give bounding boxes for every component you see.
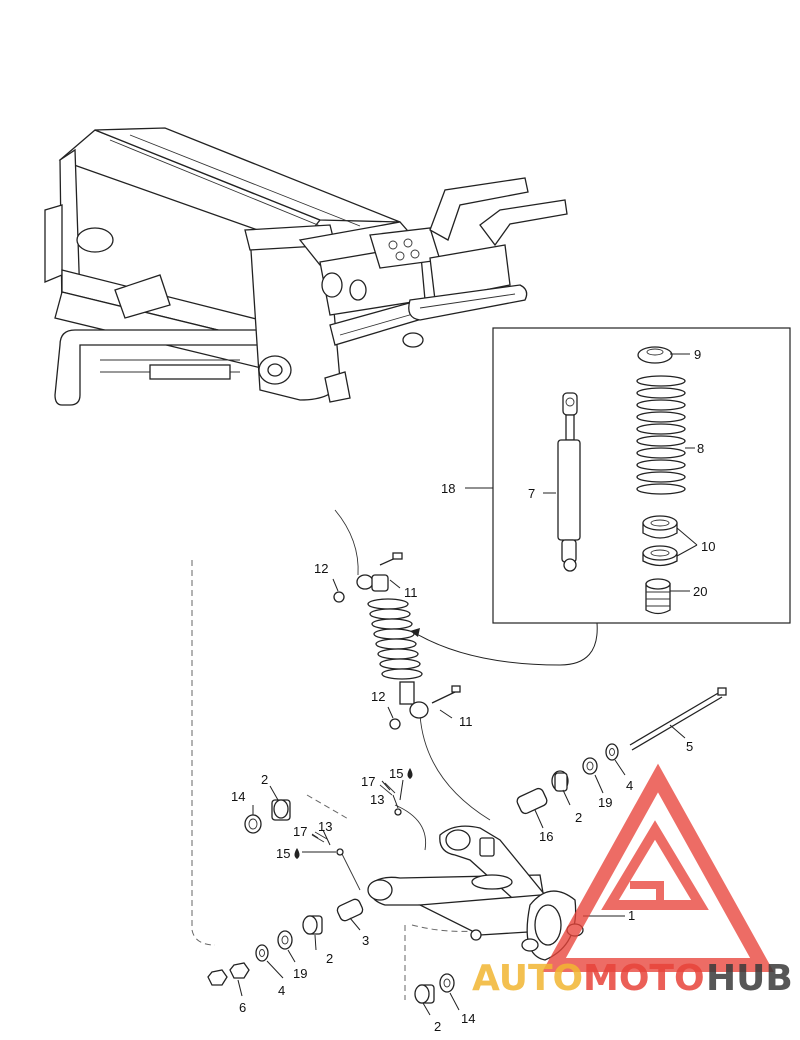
callout-20: 20 bbox=[693, 584, 707, 599]
callout-9: 9 bbox=[694, 347, 701, 362]
callout-2: 2 bbox=[434, 1019, 441, 1034]
vehicle-frame-illustration bbox=[44, 127, 568, 406]
callout-18: 18 bbox=[441, 481, 455, 496]
assembly-arrow bbox=[414, 622, 598, 666]
callout-5: 5 bbox=[686, 739, 693, 754]
shock-absorber-part bbox=[557, 392, 581, 572]
callout-10: 10 bbox=[701, 539, 715, 554]
bushing-part bbox=[207, 687, 727, 1004]
callout-19: 19 bbox=[293, 966, 307, 981]
oil-drop-icon bbox=[407, 768, 413, 779]
assembled-shock-part bbox=[333, 552, 461, 730]
shock-detail-inset bbox=[465, 327, 791, 624]
watermark-logo bbox=[542, 763, 774, 972]
coil-spring-part bbox=[636, 375, 686, 495]
spring-retainer-part bbox=[637, 346, 673, 364]
callout-15: 15 bbox=[276, 846, 290, 861]
callout-8: 8 bbox=[697, 441, 704, 456]
arrow-head bbox=[410, 628, 420, 637]
callout-19: 19 bbox=[598, 795, 612, 810]
callout-12: 12 bbox=[371, 689, 385, 704]
callout-14: 14 bbox=[231, 789, 245, 804]
callout-7: 7 bbox=[528, 486, 535, 501]
bump-stop-part bbox=[645, 578, 671, 615]
callout-6: 6 bbox=[239, 1000, 246, 1015]
callout-14: 14 bbox=[461, 1011, 475, 1026]
watermark-wordmark: AUTO MOTO HUB bbox=[472, 958, 793, 999]
callout-2: 2 bbox=[326, 951, 333, 966]
callout-1: 1 bbox=[628, 908, 635, 923]
callout-2: 2 bbox=[575, 810, 582, 825]
callout-3: 3 bbox=[362, 933, 369, 948]
callout-13: 13 bbox=[370, 792, 384, 807]
a-arm-part bbox=[367, 825, 584, 961]
callout-4: 4 bbox=[626, 778, 633, 793]
grease-fitting-part bbox=[311, 782, 402, 856]
callout-12: 12 bbox=[314, 561, 328, 576]
oil-drop-icon bbox=[294, 848, 300, 859]
callout-11: 11 bbox=[459, 714, 473, 729]
callout-11: 11 bbox=[404, 585, 418, 600]
svg-text:MOTO: MOTO bbox=[583, 958, 705, 999]
spring-collar-part bbox=[642, 515, 678, 567]
callout-13: 13 bbox=[318, 819, 332, 834]
callout-2: 2 bbox=[261, 772, 268, 787]
svg-text:AUTO: AUTO bbox=[472, 958, 583, 999]
callout-4: 4 bbox=[278, 983, 285, 998]
callout-15: 15 bbox=[389, 766, 403, 781]
callout-17: 17 bbox=[361, 774, 375, 789]
callout-16: 16 bbox=[539, 829, 553, 844]
callout-17: 17 bbox=[293, 824, 307, 839]
leader-lines bbox=[237, 578, 686, 1016]
svg-text:HUB: HUB bbox=[706, 958, 793, 999]
